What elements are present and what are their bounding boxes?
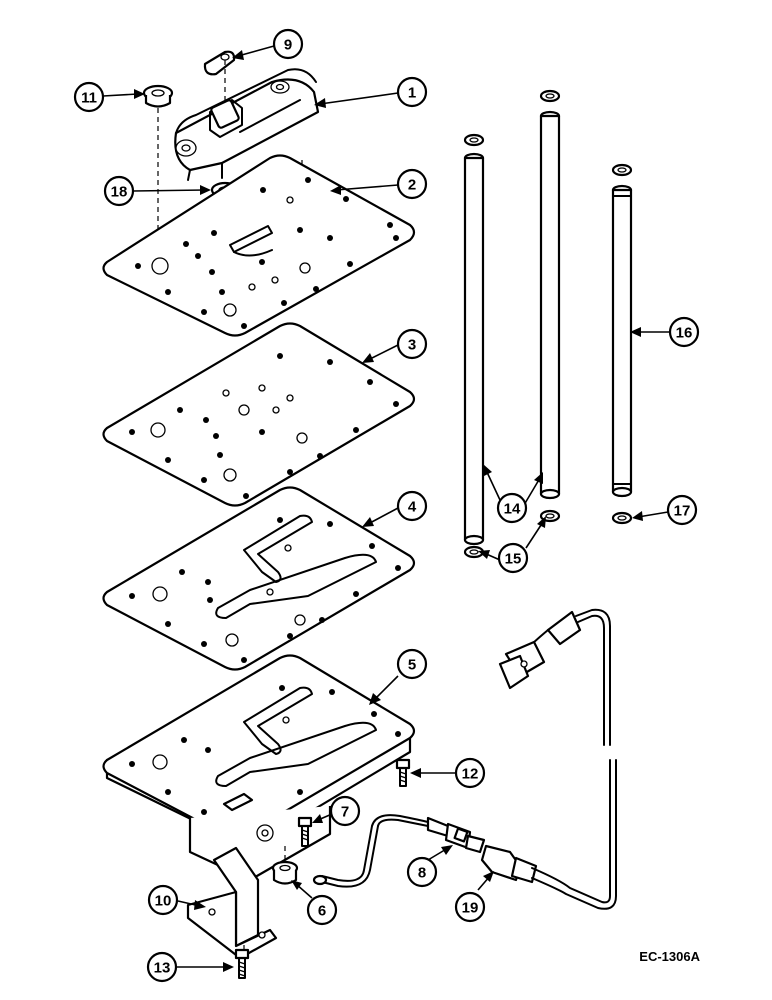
callout-6: 6	[306, 894, 338, 926]
callout-13: 13	[146, 951, 178, 983]
valve-cover-part-1	[174, 68, 320, 181]
callout-14: 14	[496, 492, 528, 524]
callout-label: 6	[318, 903, 326, 920]
callout-label: 13	[154, 960, 171, 977]
callout-label: 18	[111, 184, 128, 201]
callout-8: 8	[406, 856, 438, 888]
bracket-part-10	[186, 846, 278, 960]
harness-part-19	[480, 608, 617, 910]
callout-17: 17	[666, 494, 698, 526]
callout-label: 1	[408, 85, 416, 102]
bolt-part-7	[297, 816, 313, 847]
callout-label: 2	[408, 177, 416, 194]
clip-part-9	[203, 50, 236, 100]
callout-12: 12	[454, 757, 486, 789]
callout-label: 8	[418, 865, 426, 882]
bolt-part-13	[234, 948, 250, 979]
callout-leaders	[102, 45, 670, 972]
washer-part-17	[611, 511, 633, 525]
callout-label: 17	[674, 503, 691, 520]
tube-part-14-right	[539, 89, 561, 500]
callout-label: 12	[462, 766, 479, 783]
tube-part-14-left	[463, 133, 485, 546]
callout-label: 5	[408, 657, 416, 674]
gasket-part-4	[102, 486, 416, 671]
callout-label: 3	[408, 337, 416, 354]
callout-label: 14	[504, 501, 521, 518]
callout-label: 16	[676, 325, 693, 342]
figure-code: EC-1306A	[639, 949, 700, 964]
callout-label: 11	[81, 90, 97, 107]
callout-label: 9	[284, 37, 292, 54]
callout-15: 15	[497, 542, 529, 574]
callout-label: 10	[155, 893, 172, 910]
tube-part-16	[611, 163, 633, 498]
switch-part-8	[312, 814, 486, 888]
callout-label: 19	[462, 900, 479, 917]
callout-label: 4	[408, 499, 417, 516]
callout-2: 2	[396, 168, 428, 200]
plug-part-6	[271, 846, 299, 885]
bolt-part-12	[395, 758, 411, 787]
callout-7: 7	[329, 795, 361, 827]
callout-19: 19	[454, 891, 486, 923]
callout-3: 3	[396, 328, 428, 360]
callout-18: 18	[103, 175, 135, 207]
callout-label: 15	[505, 551, 522, 568]
plate-part-2	[102, 154, 416, 337]
plug-part-11	[142, 84, 174, 262]
callout-11: 11	[73, 81, 105, 113]
callout-9: 9	[272, 28, 304, 60]
callout-label: 7	[341, 804, 349, 821]
callout-5: 5	[396, 648, 428, 680]
washer-part-15-left	[463, 545, 485, 559]
callout-4: 4	[396, 490, 428, 522]
plate-part-3	[102, 322, 416, 507]
callout-1: 1	[396, 76, 428, 108]
callout-16: 16	[668, 316, 700, 348]
callout-10: 10	[147, 884, 179, 916]
